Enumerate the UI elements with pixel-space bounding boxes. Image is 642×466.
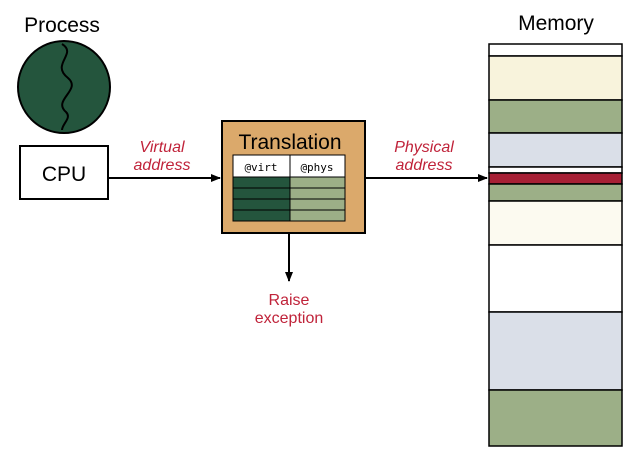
virtual-address-label-line1: Virtual	[139, 139, 185, 156]
memory-block-sage	[488, 389, 623, 447]
translation-unit: Translation @virt @phys	[221, 120, 366, 234]
raise-exception-label-line1: Raise	[269, 292, 310, 309]
table-row	[232, 198, 291, 211]
table-row	[232, 187, 291, 200]
phys-column-header: @phys	[300, 161, 333, 174]
memory-block-sage	[488, 183, 623, 202]
virt-column-header: @virt	[244, 161, 277, 174]
memory-block-pale-cream	[488, 200, 623, 246]
memory-block-empty	[488, 244, 623, 313]
translation-label: Translation	[238, 131, 341, 154]
table-row	[289, 209, 346, 222]
table-row	[289, 198, 346, 211]
process-icon	[17, 40, 111, 134]
process-label: Process	[24, 14, 100, 37]
physical-address-label-line2: address	[396, 157, 453, 174]
memory-block-light-blue	[488, 311, 623, 391]
translation-table: @virt @phys	[232, 154, 346, 222]
table-row	[232, 176, 291, 189]
raise-exception-label-line2: exception	[255, 310, 324, 327]
memory-block-empty	[488, 166, 623, 174]
memory-block-red	[488, 172, 623, 185]
cpu-box: CPU	[19, 145, 109, 200]
virtual-address-label-line2: address	[134, 157, 191, 174]
physical-address-label-line1: Physical	[394, 139, 454, 156]
memory-block-sage	[488, 99, 623, 134]
table-row	[289, 176, 346, 189]
cpu-label: CPU	[42, 163, 86, 186]
memory-column	[488, 43, 623, 447]
memory-block-empty	[488, 43, 623, 57]
table-row	[289, 187, 346, 200]
memory-label: Memory	[518, 12, 594, 35]
table-row	[232, 209, 291, 222]
memory-block-cream	[488, 55, 623, 101]
memory-block-light-blue	[488, 132, 623, 168]
